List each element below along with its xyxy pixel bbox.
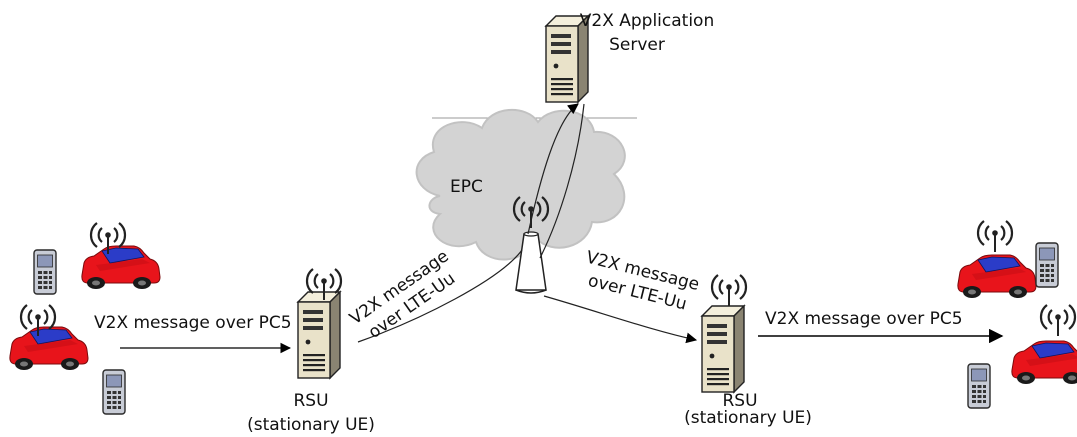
rsu-left-label-line2: (stationary UE) [247,415,375,435]
epc-label: EPC [450,177,483,197]
car-icon [81,245,161,290]
antenna-icon [976,219,1014,254]
phone-icon [1035,242,1059,288]
enb-base-station [512,195,550,294]
phone-icon [102,369,126,415]
rsu-left-label-line1: RSU [293,391,328,411]
rsu-right-label-line1: RSU [722,391,757,411]
phone-icon [967,363,991,409]
car-icon [9,326,89,371]
antenna-icon [1039,303,1077,338]
uu-left-link [357,249,523,343]
server-label-line2: Server [609,35,665,55]
enb-to-server-link [527,103,579,235]
rsu-right-label-line2: (stationary UE) [684,408,812,428]
server-label-line1: V2X Application [580,11,714,31]
uu-right-label: V2X message over LTE-Uu [584,248,701,315]
server-to-enb-link [539,103,585,259]
rsu-right-antenna-icon [710,273,748,308]
uu-right-link [543,295,698,344]
uu-left-label: V2X message over LTE-Uu [346,246,459,343]
pc5-left-label: V2X message over PC5 [94,313,292,333]
pc5-right-label: V2X message over PC5 [765,309,963,329]
phone-icon [33,249,57,295]
car-icon [1011,340,1077,385]
epc-cloud [415,109,626,261]
rsu-right-icon [701,305,745,393]
rsu-left-icon [297,291,341,379]
car-icon [957,254,1037,299]
